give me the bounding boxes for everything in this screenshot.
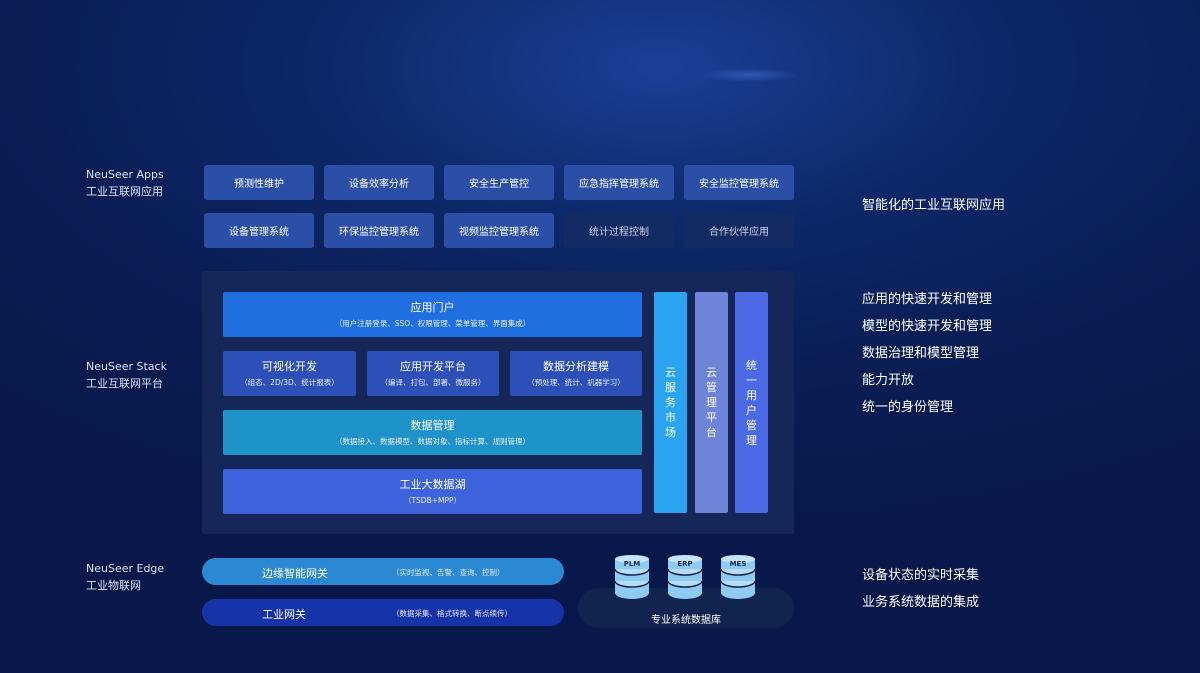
block-title: 应用门户 <box>410 300 455 314</box>
block-data-modeling[interactable]: 数据分析建模 （预处理、统计、机器学习） <box>510 351 642 396</box>
description-line: 能力开放 <box>862 373 915 388</box>
layer-label-edge: NeuSeer Edge 工业物联网 <box>86 560 164 594</box>
app-tile-partner[interactable]: 统计过程控制 <box>564 213 674 248</box>
database-label-plm: PLM <box>623 560 641 568</box>
app-tile[interactable]: 安全监控管理系统 <box>684 165 794 200</box>
block-subtitle: （组态、2D/3D、统计报表） <box>240 377 339 387</box>
app-tile[interactable]: 视频监控管理系统 <box>444 213 554 248</box>
block-data-lake[interactable]: 工业大数据湖 （TSDB+MPP） <box>223 469 642 514</box>
database-icon <box>613 555 651 601</box>
block-title: 可视化开发 <box>262 359 317 373</box>
app-tile[interactable]: 预测性维护 <box>204 165 314 200</box>
description-stack: 应用的快速开发和管理 模型的快速开发和管理 数据治理和模型管理 能力开放 统一的… <box>862 286 992 421</box>
block-subtitle: （预处理、统计、机器学习） <box>527 377 625 387</box>
app-tile[interactable]: 设备管理系统 <box>204 213 314 248</box>
vbar-label: 云管理平台 <box>706 366 717 439</box>
layer-label-apps-zh: 工业互联网应用 <box>86 185 163 198</box>
block-subtitle: （TSDB+MPP） <box>403 495 462 505</box>
vbar-label: 统一用户管理 <box>746 358 757 447</box>
vbar-user-management[interactable]: 统一用户管理 <box>735 292 768 513</box>
vbar-cloud-market[interactable]: 云服务市场 <box>654 292 687 513</box>
block-title: 数据管理 <box>410 418 455 432</box>
block-data-management[interactable]: 数据管理 （数据接入、数据模型、数据对象、指标计算、规则管理） <box>223 410 642 455</box>
app-tile[interactable]: 环保监控管理系统 <box>324 213 434 248</box>
database-icon <box>719 555 757 601</box>
database-label-erp: ERP <box>677 560 693 568</box>
description-line: 设备状态的实时采集 <box>862 568 980 583</box>
layer-label-stack-zh: 工业互联网平台 <box>86 377 163 390</box>
block-subtitle: （编译、打包、部署、微服务） <box>380 377 486 387</box>
edge-gateway-bar[interactable]: 边缘智能网关 （实时监视、告警、查询、控制） <box>202 558 564 585</box>
database-label-mes: MES <box>729 560 747 568</box>
description-line: 业务系统数据的集成 <box>862 595 980 610</box>
database-icon <box>666 555 704 601</box>
stack-panel: 应用门户 （用户注册登录、SSO、权限管理、菜单管理、界面集成） 可视化开发 （… <box>202 271 794 534</box>
block-title: 应用开发平台 <box>400 359 466 373</box>
block-subtitle: （用户注册登录、SSO、权限管理、菜单管理、界面集成） <box>334 318 531 328</box>
block-title: 数据分析建模 <box>543 359 609 373</box>
block-title: 工业大数据湖 <box>399 477 466 491</box>
description-line: 智能化的工业互联网应用 <box>862 198 1006 213</box>
layer-label-edge-zh: 工业物联网 <box>86 579 141 592</box>
industrial-gateway-bar[interactable]: 工业网关 （数据采集、格式转换、断点续传） <box>202 599 564 626</box>
gateway-subtitle: （实时监视、告警、查询、控制） <box>392 568 505 577</box>
app-tile[interactable]: 应急指挥管理系统 <box>564 165 674 200</box>
description-line: 数据治理和模型管理 <box>862 346 980 361</box>
block-app-dev-platform[interactable]: 应用开发平台 （编译、打包、部署、微服务） <box>367 351 499 396</box>
gateway-subtitle: （数据采集、格式转换、断点续传） <box>392 609 512 618</box>
block-visual-dev[interactable]: 可视化开发 （组态、2D/3D、统计报表） <box>223 351 356 396</box>
layer-label-stack: NeuSeer Stack 工业互联网平台 <box>86 358 167 392</box>
decorative-glow <box>700 68 800 82</box>
description-line: 统一的身份管理 <box>862 400 954 415</box>
description-apps: 智能化的工业互联网应用 <box>862 192 1005 219</box>
description-edge: 设备状态的实时采集 业务系统数据的集成 <box>862 562 979 616</box>
layer-label-apps: NeuSeer Apps 工业互联网应用 <box>86 166 164 200</box>
block-app-portal[interactable]: 应用门户 （用户注册登录、SSO、权限管理、菜单管理、界面集成） <box>223 292 642 337</box>
gateway-title: 边缘智能网关 <box>262 567 328 580</box>
layer-label-stack-en: NeuSeer Stack <box>86 360 167 373</box>
description-line: 应用的快速开发和管理 <box>862 292 993 307</box>
vbar-label: 云服务市场 <box>665 366 676 439</box>
app-tile[interactable]: 设备效率分析 <box>324 165 434 200</box>
block-subtitle: （数据接入、数据模型、数据对象、指标计算、规则管理） <box>335 436 530 446</box>
description-line: 模型的快速开发和管理 <box>862 319 993 334</box>
app-tile-partner[interactable]: 合作伙伴应用 <box>684 213 794 248</box>
vbar-cloud-management[interactable]: 云管理平台 <box>695 292 728 513</box>
gateway-title: 工业网关 <box>262 608 306 621</box>
database-caption: 专业系统数据库 <box>651 615 721 626</box>
app-tile[interactable]: 安全生产管控 <box>444 165 554 200</box>
layer-label-apps-en: NeuSeer Apps <box>86 168 164 181</box>
layer-label-edge-en: NeuSeer Edge <box>86 562 165 575</box>
